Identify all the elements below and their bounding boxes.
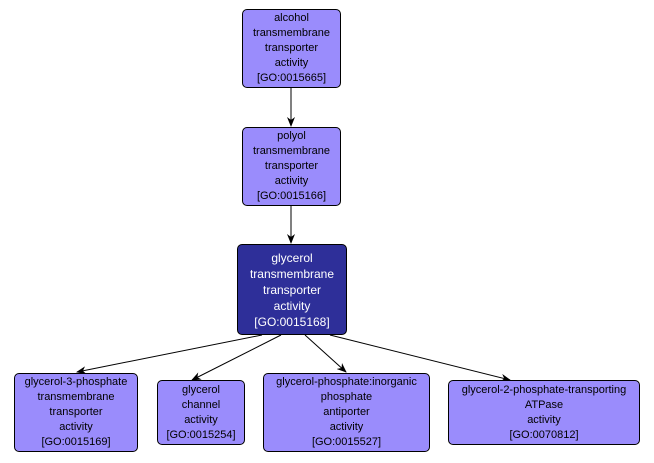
node-go-0070812[interactable]: glycerol-2-phosphate-transporting ATPase… bbox=[448, 380, 640, 445]
node-go-id: [GO:0015665] bbox=[256, 72, 327, 84]
node-label-line: transmembrane bbox=[37, 391, 115, 403]
node-label-line: channel bbox=[181, 398, 221, 411]
node-go-0015254[interactable]: glycerol channel activity [GO:0015254] bbox=[157, 380, 245, 445]
node-label-line: glycerol bbox=[182, 383, 220, 396]
edge-go-0015168-to-go-0015169 bbox=[76, 334, 263, 375]
node-go-id: [GO:0015254] bbox=[166, 428, 236, 441]
node-label-line: ATPase bbox=[524, 398, 564, 411]
node-label-line: transporter bbox=[264, 160, 319, 172]
node-label-line: phosphate bbox=[320, 391, 373, 403]
node-label-line: activity bbox=[184, 413, 218, 426]
node-label-line: activity bbox=[274, 175, 309, 187]
node-label-line: glycerol-3-phosphate bbox=[24, 376, 128, 388]
node-label-line: transporter bbox=[49, 406, 103, 418]
node-go-id: [GO:0015166] bbox=[256, 190, 327, 202]
node-label-line: activity bbox=[59, 421, 93, 433]
node-label-line: glycerol-phosphate:inorganic bbox=[276, 376, 417, 388]
node-label-line: polyol bbox=[277, 130, 306, 142]
node-go-0015169[interactable]: glycerol-3-phosphate transmembrane trans… bbox=[14, 373, 138, 452]
node-label-line: alcohol bbox=[274, 12, 309, 24]
node-label-line: transmembrane bbox=[252, 145, 331, 157]
node-label-line: transmembrane bbox=[252, 27, 331, 39]
node-go-id: [GO:0015527] bbox=[311, 436, 382, 448]
node-go-0015527[interactable]: glycerol-phosphate:inorganic phosphate a… bbox=[263, 373, 430, 452]
edge-go-0015168-to-go-0015527 bbox=[304, 334, 347, 373]
node-go-0015166[interactable]: polyol transmembrane transporter activit… bbox=[242, 127, 341, 206]
node-label-line: transporter bbox=[262, 282, 322, 297]
node-label-line: transmembrane bbox=[249, 266, 335, 281]
node-go-id: [GO:0015169] bbox=[41, 436, 111, 448]
node-go-id: [GO:0015168] bbox=[254, 314, 330, 329]
node-label-line: activity bbox=[527, 413, 561, 426]
node-go-id: [GO:0070812] bbox=[509, 428, 579, 441]
node-go-0015665[interactable]: alcohol transmembrane transporter activi… bbox=[242, 9, 341, 88]
edge-go-0015168-to-go-0070812 bbox=[329, 334, 511, 382]
node-label-line: activity bbox=[273, 298, 311, 313]
edge-go-0015168-to-go-0015254 bbox=[191, 334, 282, 381]
node-label-line: antiporter bbox=[323, 406, 370, 418]
node-label-line: transporter bbox=[264, 42, 319, 54]
node-go-0015168-focus[interactable]: glycerol transmembrane transporter activ… bbox=[237, 244, 347, 335]
node-label-line: glycerol-2-phosphate-transporting bbox=[461, 383, 627, 396]
node-label-line: glycerol bbox=[271, 250, 313, 265]
node-label-line: activity bbox=[274, 57, 309, 69]
node-label-line: activity bbox=[329, 421, 364, 433]
